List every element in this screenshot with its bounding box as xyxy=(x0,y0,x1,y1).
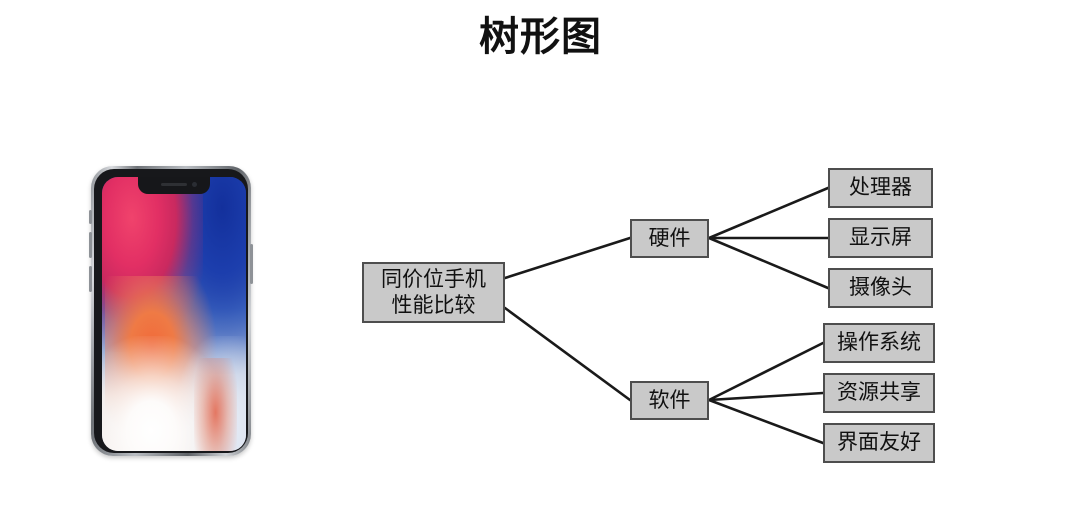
tree-node-hardware[interactable]: 硬件 xyxy=(630,219,709,258)
tree-node-root[interactable]: 同价位手机 性能比较 xyxy=(362,262,505,323)
edge-root-software xyxy=(503,306,632,402)
volume-down-button xyxy=(89,266,92,292)
tree-diagram: 同价位手机 性能比较 硬件 软件 处理器 显示屏 摄像头 操作系统 资源共享 界… xyxy=(340,150,960,480)
notch xyxy=(138,177,210,194)
tree-node-resource-sharing[interactable]: 资源共享 xyxy=(823,373,935,413)
page-title: 树形图 xyxy=(479,14,602,60)
wallpaper-red-accent xyxy=(194,357,238,451)
tree-node-camera[interactable]: 摄像头 xyxy=(828,268,933,308)
phone-frame xyxy=(89,166,253,456)
tree-node-ui-friendly[interactable]: 界面友好 xyxy=(823,423,935,463)
edge-software-share xyxy=(707,391,825,402)
phone-screen xyxy=(102,177,246,451)
tree-node-cpu[interactable]: 处理器 xyxy=(828,168,933,208)
tree-node-operating-system[interactable]: 操作系统 xyxy=(823,323,935,363)
front-camera-icon xyxy=(192,182,197,187)
edge-root-hardware xyxy=(503,236,632,280)
volume-up-button xyxy=(89,232,92,258)
edge-software-os xyxy=(707,341,825,402)
tree-connector-lines xyxy=(503,186,830,445)
tree-node-software[interactable]: 软件 xyxy=(630,381,709,420)
edge-hardware-camera xyxy=(707,236,830,290)
edge-hardware-cpu xyxy=(707,186,830,240)
smartphone-photo xyxy=(89,166,253,456)
mute-switch xyxy=(89,210,92,224)
power-button xyxy=(250,244,253,284)
tree-node-display[interactable]: 显示屏 xyxy=(828,218,933,258)
phone-bezel xyxy=(94,169,248,453)
edge-software-ui xyxy=(707,398,825,445)
earpiece-speaker-icon xyxy=(161,183,187,186)
